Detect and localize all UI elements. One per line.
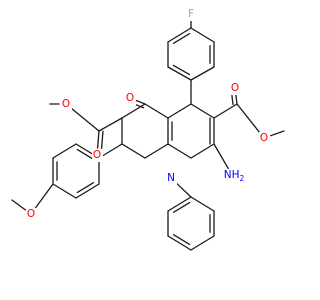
bond-c5-Ok — [135, 99, 146, 105]
bond-m5-m6 — [75, 183, 100, 199]
bond-f1-f2-inner — [172, 32, 191, 44]
atom-label-right-ester-ether-oxygen: O — [259, 132, 270, 145]
atom-label-methoxy-oxygen: O — [26, 208, 37, 221]
bond-m5-m6-inner — [76, 182, 95, 194]
svg-text:O: O — [27, 208, 35, 220]
bond-p1-p2 — [167, 196, 192, 212]
svg-text:O: O — [231, 82, 239, 94]
svg-text:O: O — [260, 132, 268, 144]
bond-cEL-OeL — [70, 107, 100, 132]
bond-OeR-oMeR — [269, 130, 285, 137]
bond-cEL-OcL-second — [100, 130, 104, 150]
bond-p1-p2-inner — [172, 201, 191, 213]
bond-c2-n1 — [190, 143, 215, 159]
bond-N-p1 — [175, 182, 192, 198]
svg-text:O: O — [62, 98, 70, 110]
bond-f3-f4-inner — [172, 64, 191, 76]
atom-label-left-ester-carbonyl-oxygen: O — [92, 149, 103, 162]
bond-p6-p1 — [190, 196, 215, 212]
bond-c6-cEL — [98, 117, 123, 132]
bond-f1-f2 — [167, 27, 192, 43]
bond-n1-c8a — [167, 143, 192, 159]
atom-label-right-ester-carbonyl-oxygen: O — [230, 82, 241, 95]
bond-f6-f1 — [190, 27, 215, 43]
atom-label-fluorine: F — [186, 8, 197, 21]
svg-text:F: F — [188, 8, 194, 20]
bond-f3-f4 — [167, 66, 192, 81]
bond-c4-c3 — [190, 103, 215, 119]
svg-text:O: O — [93, 149, 101, 161]
bond-c5-c6 — [121, 103, 146, 119]
bond-m4-m5 — [52, 183, 77, 199]
bond-Om-oMeM — [11, 199, 27, 211]
bond-c7-c8 — [121, 143, 146, 159]
bond-c2-NH2 — [213, 143, 230, 170]
bond-m4-Om — [34, 183, 54, 210]
bond-p3-p4 — [167, 235, 192, 251]
bond-p3-p4-inner — [172, 234, 191, 246]
svg-text:NH2: NH2 — [224, 169, 245, 183]
atom-label-ring-nitrogen: N — [166, 172, 177, 185]
atom-label-ketone-oxygen: O — [125, 92, 136, 105]
bond-c4a-c5 — [144, 103, 169, 119]
atom-label-amino-group: NH2 — [224, 169, 248, 184]
bond-layer — [11, 20, 285, 251]
bond-c8-c8a — [144, 143, 169, 159]
bond-cEL-OcL — [96, 130, 100, 149]
bond-f4-f5 — [190, 66, 215, 81]
atom-label-left-ester-ether-oxygen: O — [61, 98, 72, 111]
bond-p4-p5 — [190, 235, 215, 251]
svg-text:N: N — [167, 172, 175, 184]
bond-m1-m2-inner — [76, 148, 95, 160]
bond-c4a-c4 — [167, 103, 192, 119]
molecule-structure: F O O O O O O N NH2 — [11, 8, 285, 251]
bond-cER-OcR — [235, 94, 238, 105]
bond-cER-OcR-second — [231, 94, 234, 106]
bond-m2-m3 — [52, 143, 77, 159]
bond-c5-Ok-second — [134, 103, 145, 109]
bond-c3-cER — [213, 103, 238, 119]
bond-cER-OeR — [236, 103, 261, 134]
svg-text:O: O — [126, 92, 134, 104]
